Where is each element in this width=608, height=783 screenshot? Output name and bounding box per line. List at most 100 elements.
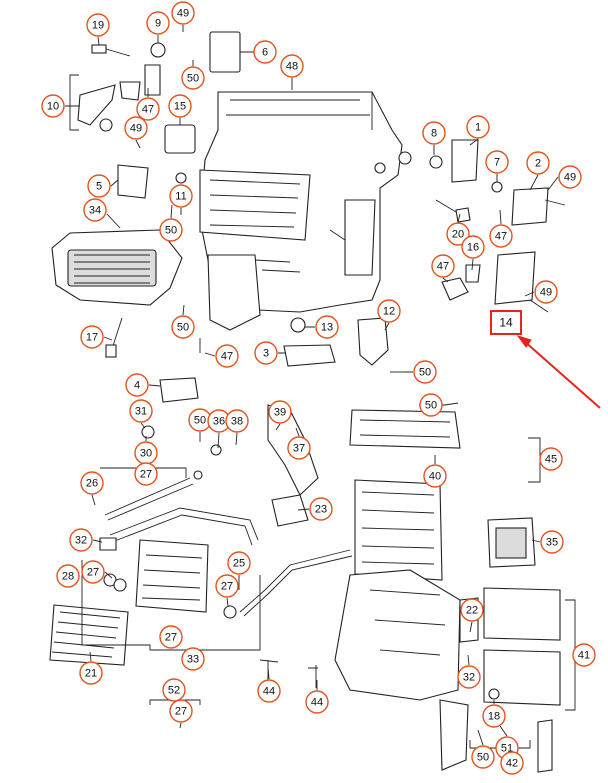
callout-number: 44 [263,686,275,698]
callout-20: 20 [446,222,470,246]
callout-27: 27 [215,574,239,598]
callout-circle [526,151,550,175]
callout-27: 27 [159,625,183,649]
callout-39: 39 [268,400,292,424]
callout-number: 6 [262,47,268,59]
callout-number: 45 [545,454,557,466]
callout-number: 17 [86,332,98,344]
callout-34: 34 [83,198,107,222]
callout-circle [309,497,333,521]
callout-circle [489,224,513,248]
callout-circle [572,643,596,667]
callout-circle [80,471,104,495]
callout-circle [81,560,105,584]
callout-47: 47 [215,344,239,368]
callout-number: 47 [495,231,507,243]
callout-circle [419,393,443,417]
leader-lines [65,25,559,752]
callout-number: 39 [274,407,286,419]
callout-number: 34 [89,205,101,217]
callout-circle [124,116,148,140]
callout-number: 12 [383,306,395,318]
callout-number: 15 [174,101,186,113]
callout-circle [287,436,311,460]
air-inlet-grille [51,229,183,306]
callout-circle [171,315,195,339]
callout-circle [227,551,251,575]
callout-21: 21 [79,661,103,685]
callout-50: 50 [419,393,443,417]
callout-circle [181,66,205,90]
callout-number: 13 [321,322,333,334]
callout-number: 33 [187,654,199,666]
callout-number: 50 [165,225,177,237]
callout-8: 8 [422,121,446,145]
callout-number: 22 [466,605,478,617]
callout-number: 49 [130,123,142,135]
callout-47: 47 [489,224,513,248]
callout-52: 52 [162,678,186,702]
callout-27: 27 [81,560,105,584]
callout-number: 7 [494,157,500,169]
callout-35: 35 [540,530,564,554]
callout-number: 48 [286,61,298,73]
callout-number: 9 [155,18,161,30]
callout-number: 50 [177,322,189,334]
callout-number: 27 [175,706,187,718]
callout-44: 44 [305,690,329,714]
callout-47: 47 [431,254,455,278]
callout-49: 49 [534,280,558,304]
callout-11: 11 [169,184,193,208]
callout-circle [215,574,239,598]
callout-circle [413,360,437,384]
callout-48: 48 [280,54,304,78]
callout-27: 27 [134,462,158,486]
small-parts-top-left [77,31,241,199]
callout-32: 32 [69,528,93,552]
callout-50: 50 [171,315,195,339]
callout-number: 47 [437,261,449,273]
callout-number: 20 [452,229,464,241]
callout-50: 50 [471,745,495,769]
callout-number: 5 [96,181,102,193]
callout-3: 3 [254,341,278,365]
highlight-part-14: 14 [490,310,601,409]
callout-5: 5 [87,174,111,198]
callout-number: 50 [425,400,437,412]
callout-circle [457,665,481,689]
callout-7: 7 [485,150,509,174]
red-arrow-icon [516,335,601,409]
callout-circle [377,299,401,323]
callout-number: 49 [177,8,189,20]
callout-12: 12 [377,299,401,323]
callout-6: 6 [253,40,277,64]
callout-50: 50 [188,408,212,432]
callout-circle [540,530,564,554]
callout-circle [460,598,484,622]
callout-circle [268,400,292,424]
callout-circle [466,115,490,139]
callout-number: 37 [293,443,305,455]
callout-circle [558,165,582,189]
callout-42: 42 [500,751,524,775]
evaporator-housing [259,409,561,773]
callout-circle [80,325,104,349]
callout-26: 26 [80,471,104,495]
heater-housing-upper [199,91,412,331]
callout-circle [169,184,193,208]
callout-number: 32 [75,535,87,547]
callout-25: 25 [227,551,251,575]
callout-13: 13 [315,315,339,339]
callout-number: 27 [87,567,99,579]
callout-50: 50 [159,218,183,242]
callout-10: 10 [41,94,65,118]
callout-circle [159,625,183,649]
callout-18: 18 [482,704,506,728]
callout-number: 28 [62,571,74,583]
callout-30: 30 [134,441,158,465]
callout-number: 42 [506,758,518,770]
callout-number: 50 [419,367,431,379]
callout-circle [169,699,193,723]
callout-circle [134,462,158,486]
